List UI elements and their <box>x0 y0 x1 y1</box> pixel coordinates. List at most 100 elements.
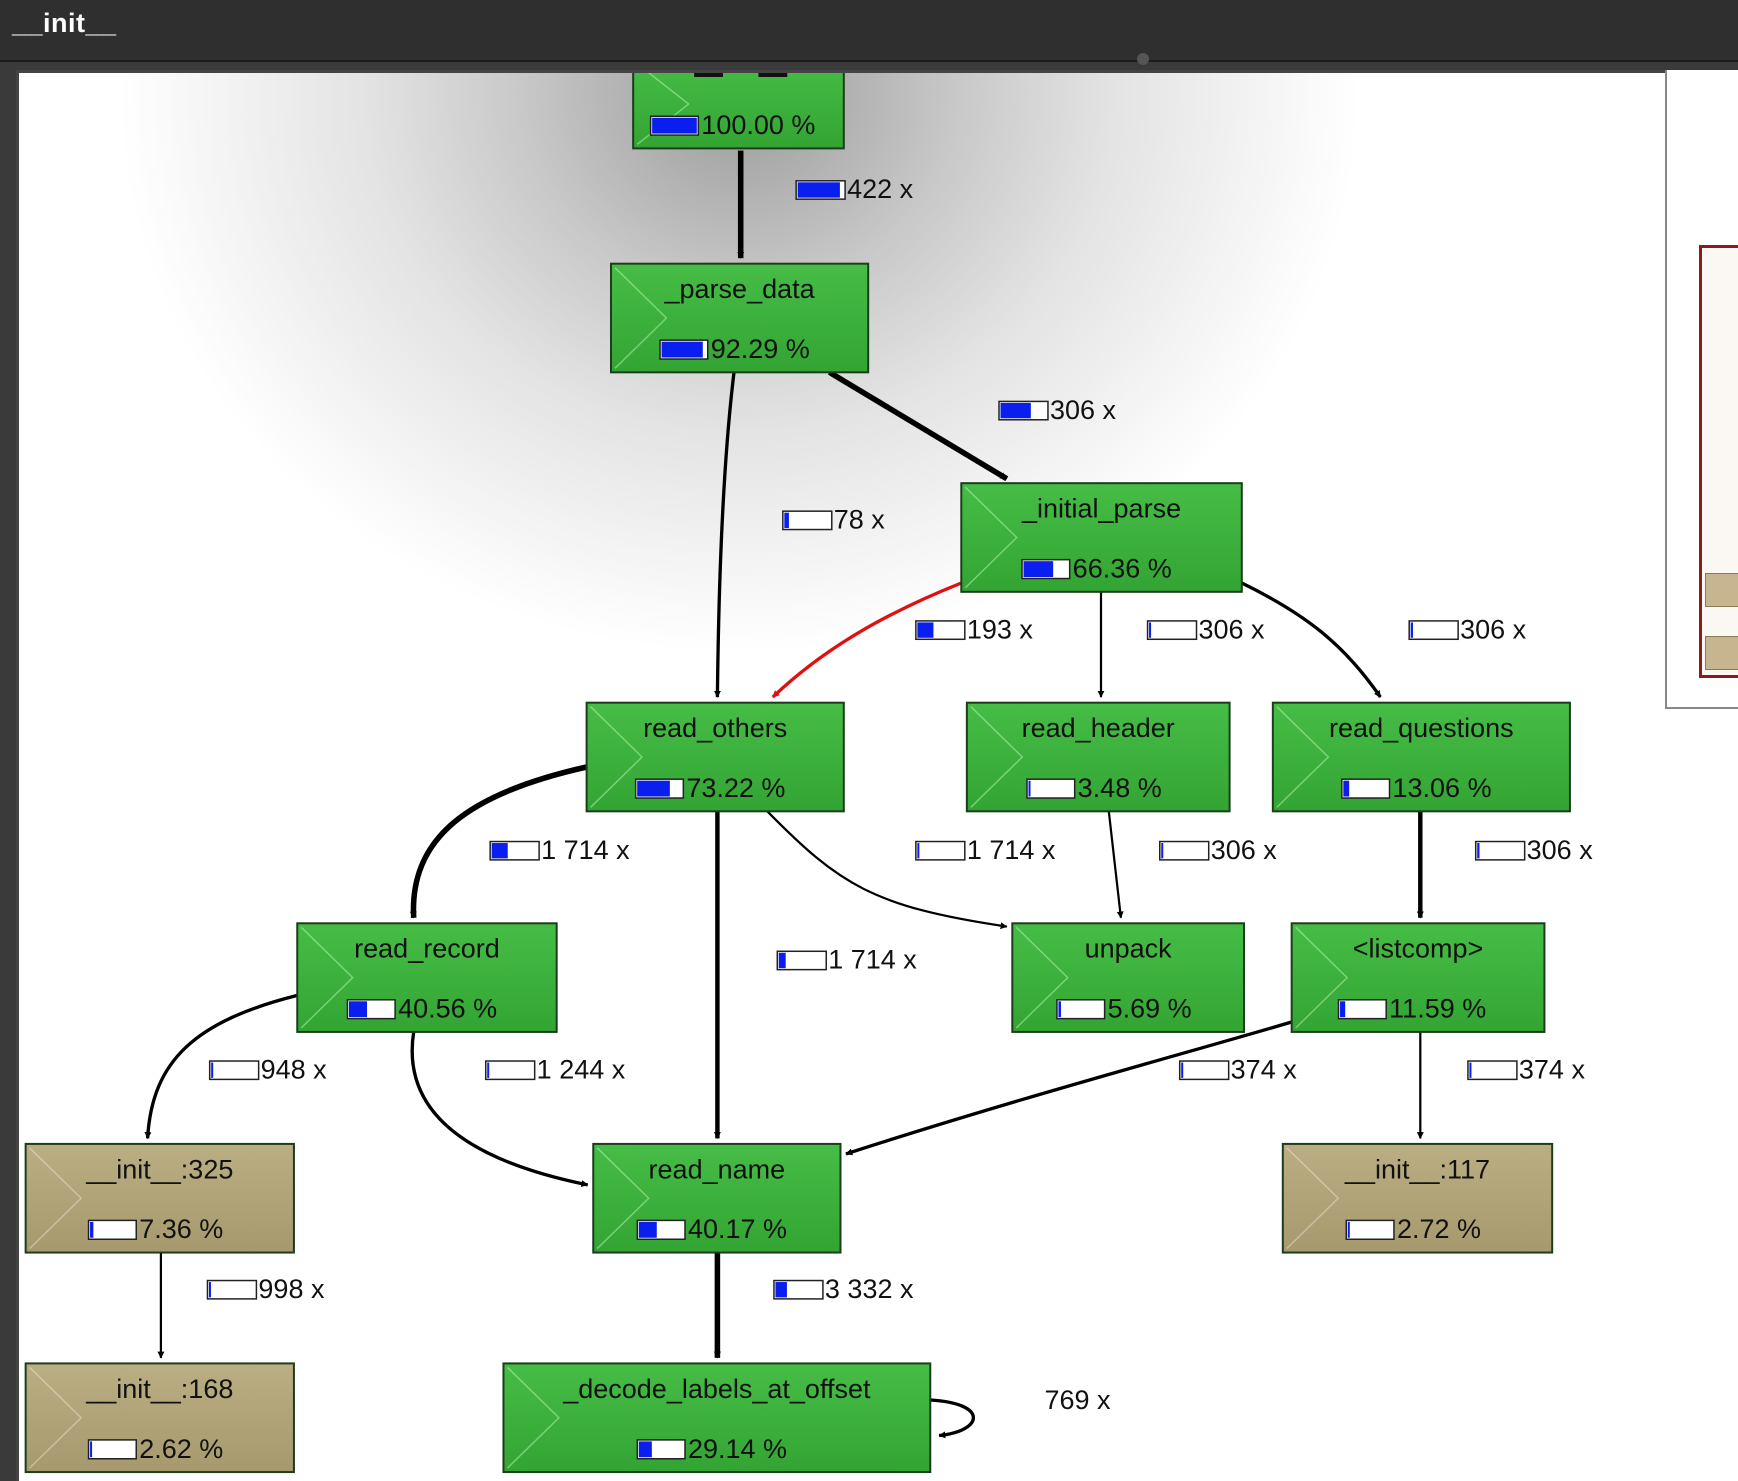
node-box[interactable] <box>1281 1142 1554 1254</box>
node-chevron-icon <box>1276 706 1330 808</box>
node-percent-bar <box>1026 778 1076 799</box>
node-chevron-icon <box>300 926 354 1029</box>
call-edge-listcomp-to-read_name[interactable] <box>845 1020 1293 1156</box>
call-edge-initial_parse-to-read_questions[interactable] <box>1241 581 1382 699</box>
node-percent-bar <box>1056 999 1106 1020</box>
node-name: read_questions <box>1329 713 1514 743</box>
edge-label: 998 x <box>206 1274 325 1304</box>
edge-call-count: 78 x <box>834 505 886 535</box>
node-box[interactable] <box>296 922 558 1033</box>
node-percent-bar-fill <box>1343 780 1350 797</box>
node-chevron-icon <box>29 1147 83 1250</box>
overview-minimap[interactable] <box>1665 70 1738 709</box>
call-edge-initial_parse-to-read_others[interactable] <box>771 581 962 699</box>
edge-call-count: 306 x <box>1199 614 1266 644</box>
node-box[interactable] <box>965 701 1231 813</box>
node-chevron-icon <box>970 706 1024 808</box>
call-edge-read_others-to-read_record[interactable] <box>409 764 588 919</box>
call-edge-read_record-to-read_name[interactable] <box>410 1031 589 1188</box>
node-box[interactable] <box>960 482 1243 593</box>
edge-call-bar <box>206 1279 258 1300</box>
edge-label: 374 x <box>1178 1054 1298 1084</box>
node-box[interactable] <box>24 1142 295 1254</box>
node-percent: 2.62 % <box>139 1434 223 1464</box>
node-chevron-icon <box>29 1366 83 1469</box>
edge-call-count: 306 x <box>1211 835 1278 865</box>
edge-call-count: 306 x <box>1527 835 1594 865</box>
node-box[interactable] <box>585 701 845 813</box>
edge-call-bar-fill <box>1000 402 1031 419</box>
edge-label: 948 x <box>208 1054 327 1084</box>
window-resize-handle[interactable] <box>1137 53 1149 65</box>
call-edge-decode-to-decode[interactable] <box>930 1398 975 1439</box>
node-percent-bar-fill <box>1023 561 1054 578</box>
edge-label: 1 244 x <box>484 1054 626 1084</box>
node-box[interactable] <box>1271 701 1571 813</box>
edge-call-bar <box>782 510 833 531</box>
node-box[interactable] <box>502 1362 932 1474</box>
call-edge-read_header-to-unpack[interactable] <box>1107 811 1124 919</box>
edge-call-count: 1 714 x <box>828 945 917 975</box>
node-percent-bar-fill <box>90 1441 93 1458</box>
edge-call-bar-fill <box>784 512 789 529</box>
edge-label: 193 x <box>915 614 1034 644</box>
edge-call-count: 1 714 x <box>541 835 630 865</box>
edge-call-bar <box>1474 840 1526 861</box>
edge-call-bar <box>1178 1060 1230 1081</box>
node-name: _parse_data <box>664 274 816 304</box>
node-percent-bar-fill <box>1347 1221 1350 1238</box>
node-percent-bar <box>1345 1219 1395 1240</box>
edge-call-bar <box>1467 1060 1518 1081</box>
node-listcomp[interactable]: <listcomp>11.59 % <box>1290 922 1546 1033</box>
node-box[interactable] <box>1290 922 1546 1033</box>
node-name: _decode_labels_at_offset <box>562 1374 871 1404</box>
node-percent-bar-fill <box>637 780 670 797</box>
node-box[interactable] <box>609 262 870 374</box>
edge-call-bar <box>776 950 827 971</box>
edge-call-count: 998 x <box>258 1274 325 1304</box>
minimap-viewport-frame[interactable] <box>1699 245 1738 678</box>
edge-call-bar <box>1146 620 1198 641</box>
root-name-fragment <box>758 73 788 77</box>
call-edge-read_others-to-unpack[interactable] <box>766 810 1008 930</box>
edge-call-count: 193 x <box>967 614 1034 644</box>
node-chevron-icon <box>596 1147 650 1250</box>
edge-call-count: 1 714 x <box>967 835 1056 865</box>
edge-call-count: 1 244 x <box>537 1054 626 1084</box>
node-name: read_name <box>649 1154 786 1184</box>
edge-call-bar-fill <box>211 1062 214 1078</box>
node-percent: 100.00 % <box>701 110 815 140</box>
edge-call-bar-fill <box>917 622 934 638</box>
node-box[interactable] <box>592 1142 842 1254</box>
edge-call-count: 374 x <box>1231 1054 1298 1084</box>
node-percent-bar-fill <box>1028 780 1031 797</box>
node-root[interactable]: 100.00 % <box>632 73 845 150</box>
node-box[interactable] <box>24 1362 295 1474</box>
edge-call-bar <box>484 1060 536 1081</box>
call-edge-read_record-to-init325[interactable] <box>144 993 298 1140</box>
node-box[interactable] <box>1011 922 1246 1033</box>
edge-call-bar-fill <box>775 1282 787 1298</box>
node-chevron-icon <box>1015 926 1069 1029</box>
call-edge-parse_data-to-initial_parse[interactable] <box>827 369 1009 482</box>
edge-call-count: 374 x <box>1519 1054 1586 1084</box>
call-edge-parse_data-to-read_others[interactable] <box>713 372 736 698</box>
edge-call-bar <box>1158 840 1210 861</box>
edge-label: 306 x <box>998 395 1117 425</box>
edge-call-bar-fill <box>778 952 786 969</box>
